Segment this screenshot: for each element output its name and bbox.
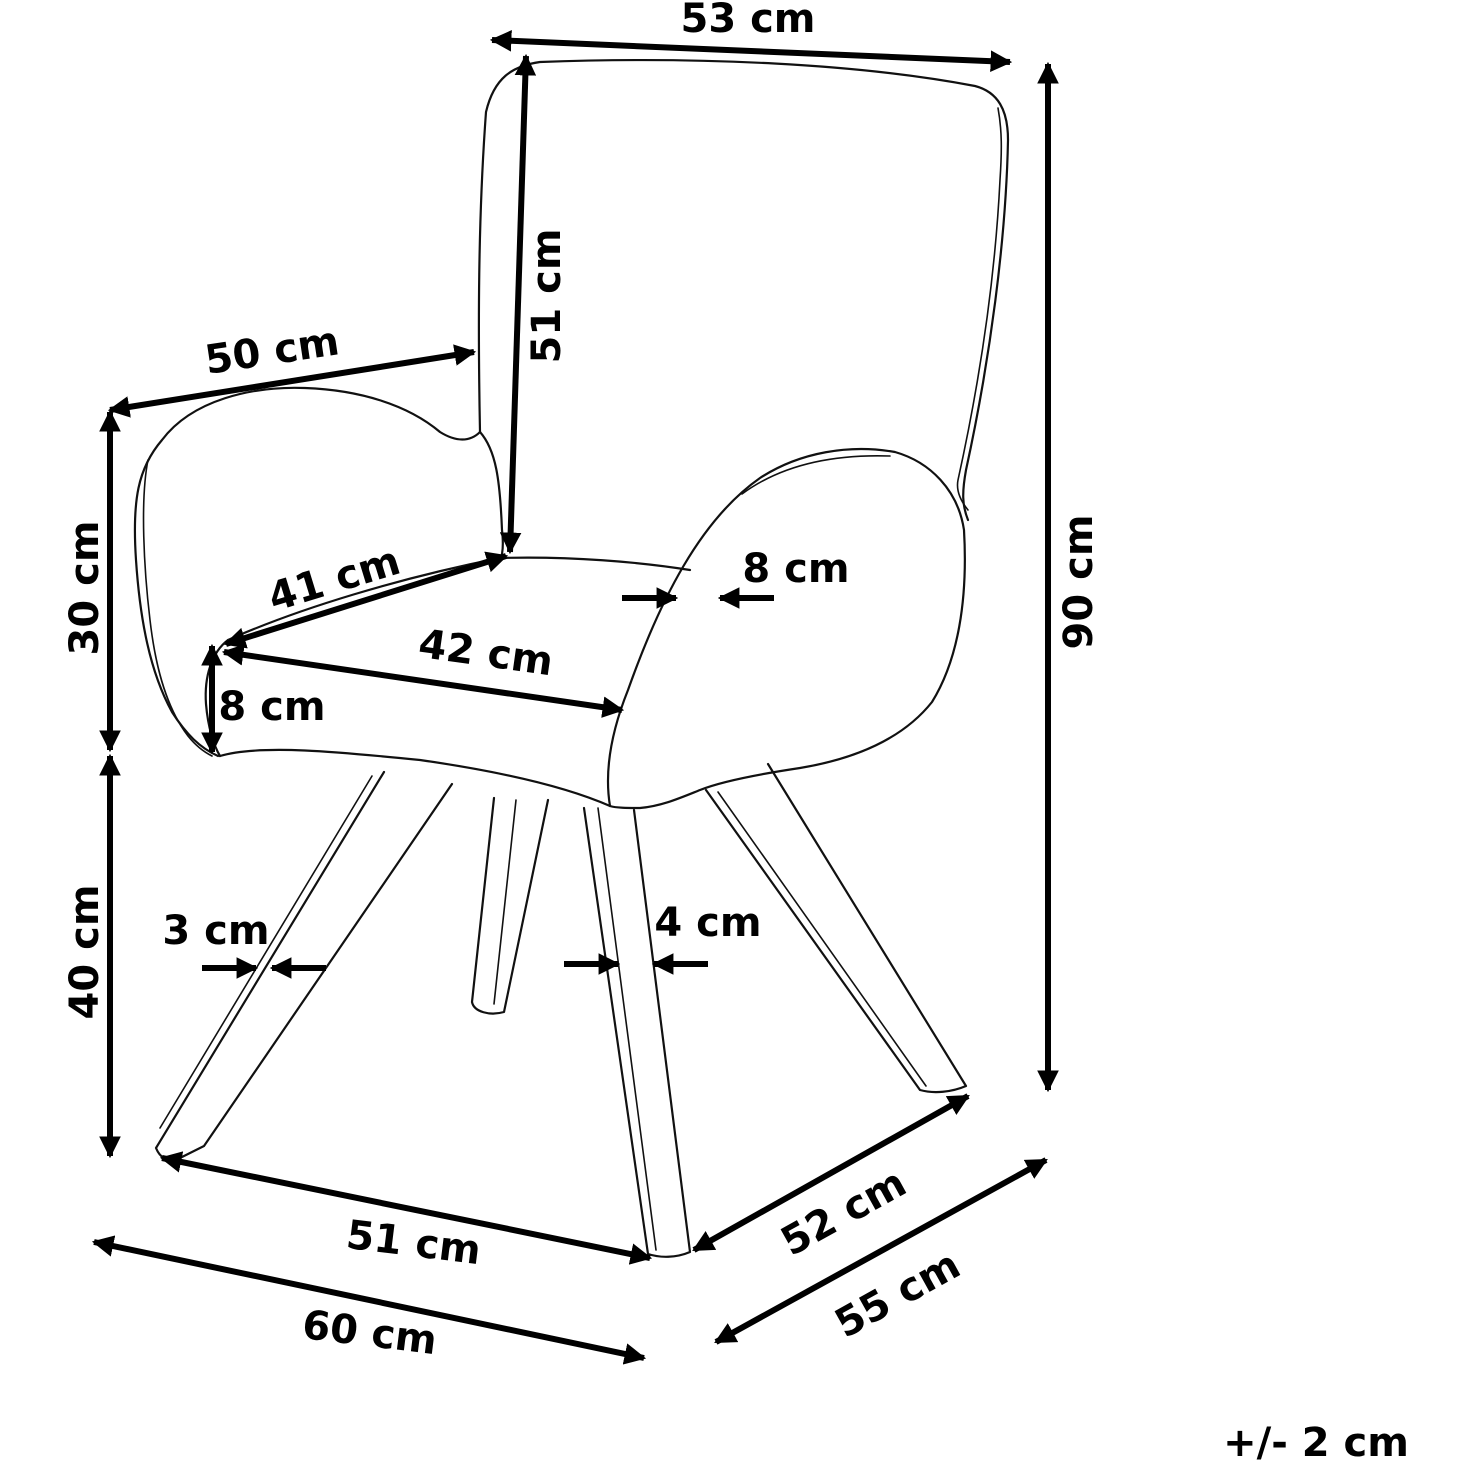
leg-back-right-edge (717, 791, 927, 1087)
arrow-overall-depth-front (91, 1235, 647, 1365)
dimension-arrows (91, 30, 1059, 1365)
label-seat-thickness: 8 cm (218, 684, 325, 730)
arrow-seat-width (221, 644, 625, 718)
arrow-overall-depth-side (714, 1157, 1048, 1345)
arrow-seat-depth (223, 551, 509, 649)
label-backrest-height: 51 cm (524, 229, 570, 364)
label-overall-height: 90 cm (1056, 515, 1102, 650)
left-arm-outline (133, 386, 482, 758)
right-arm-top-seam (741, 454, 891, 495)
label-arm-thickness: 8 cm (742, 546, 849, 592)
leg-front-left-edge (159, 775, 373, 1129)
right-arm-outline (606, 447, 966, 810)
label-tolerance: +/- 2 cm (1223, 1420, 1409, 1463)
label-overall-width: 53 cm (681, 0, 816, 42)
leg-back-left-edge (493, 799, 517, 1005)
leg-back-left (470, 796, 550, 1015)
label-leg-width-front: 3 cm (162, 908, 269, 954)
dimension-labels: 53 cm 51 cm 90 cm 50 cm 30 cm 40 cm 41 c… (62, 0, 1409, 1463)
label-seat-height: 40 cm (62, 885, 108, 1020)
arrow-overall-width (489, 30, 1013, 72)
arrow-armrest-width (107, 344, 477, 418)
label-seat-width: 42 cm (416, 621, 556, 685)
label-overall-depth-side: 55 cm (828, 1242, 968, 1348)
leg-back-right (704, 762, 968, 1094)
label-leg-span-side: 52 cm (774, 1160, 914, 1266)
arrow-backrest-height (499, 53, 537, 555)
backrest-side-seam (956, 107, 1003, 511)
label-armrest-height: 30 cm (62, 521, 108, 656)
leg-front-right-edge (597, 807, 657, 1251)
left-arm-inner-seam (142, 459, 213, 757)
left-arm-inner-curve (478, 430, 504, 562)
label-leg-width-side: 4 cm (654, 900, 761, 946)
leg-front-right (582, 806, 692, 1258)
seat-front-edge (218, 748, 612, 808)
